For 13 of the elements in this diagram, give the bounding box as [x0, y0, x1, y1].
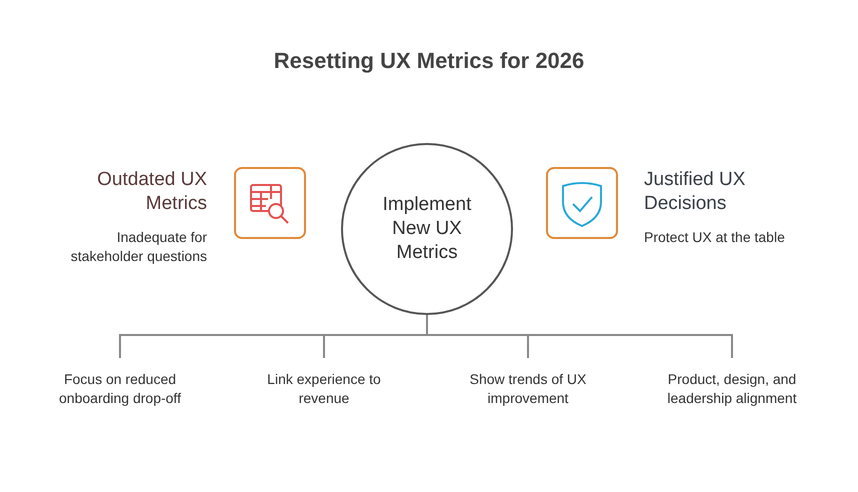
icon-box — [546, 167, 618, 239]
outcome-text: Focus on reduced onboarding drop-off — [40, 358, 200, 408]
outcome-text: Show trends of UX improvement — [448, 358, 608, 408]
title: Resetting UX Metrics for 2026 — [272, 48, 586, 74]
icon-box — [234, 167, 306, 239]
outcome-text: Link experience to revenue — [244, 358, 404, 408]
item-description: Inadequate for stakeholder questions — [70, 228, 207, 266]
center-circle: Implement New UX Metrics — [341, 143, 513, 315]
item-description: Protect UX at the table — [644, 228, 786, 247]
item-heading: Outdated UX Metrics — [96, 168, 207, 216]
outcome-text: Product, design, and leadership alignment — [652, 358, 812, 408]
connector-line — [426, 315, 733, 358]
item-heading: Justified UX Decisions — [644, 168, 746, 216]
